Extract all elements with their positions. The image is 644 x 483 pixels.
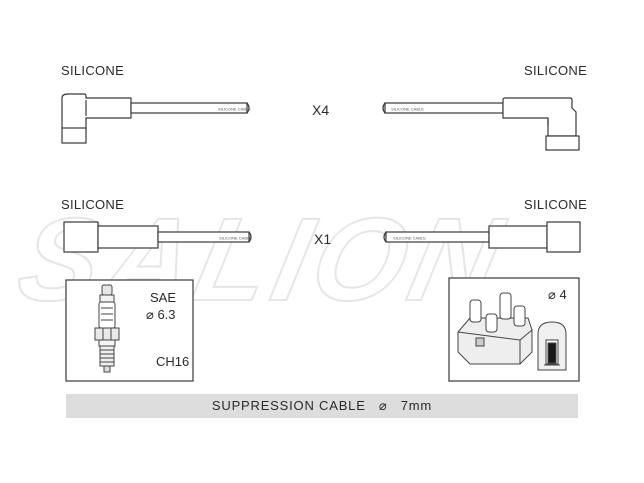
row1-left-label: SILICONE	[61, 63, 125, 78]
row1-right-cable: SILICONE CABLE	[382, 102, 504, 114]
cable-print: SILICONE CABLE	[219, 236, 252, 241]
cap-terminal-label: ⌀ 4	[548, 287, 567, 302]
row1-quantity: X4	[312, 102, 330, 118]
row2-left-cable: SILICONE CABLE	[157, 231, 252, 243]
plug-thread-label: CH16	[156, 354, 190, 369]
row1-right-label: SILICONE	[524, 63, 588, 78]
cable-print: SILICONE CABLE	[393, 236, 426, 241]
distributor-cap-icon	[457, 292, 533, 365]
row2-right-boot	[488, 221, 581, 253]
plug-standard-label: SAE	[150, 290, 177, 305]
row2-quantity: X1	[314, 231, 332, 247]
suppression-cable-text: SUPPRESSION CABLE ⌀ 7mm	[211, 398, 433, 413]
spark-plug-icon	[94, 284, 120, 373]
cable-print: SILICONE CABLE	[218, 107, 251, 112]
row1-left-boot	[61, 93, 132, 144]
row2-right-label: SILICONE	[524, 197, 588, 212]
suppression-cable-bar: SUPPRESSION CABLE ⌀ 7mm	[66, 394, 578, 418]
row2-right-cable: SILICONE CABLE	[383, 231, 490, 243]
plug-terminal-label: ⌀ 6.3	[146, 307, 176, 322]
terminal-detail-icon	[537, 321, 567, 371]
row2-left-boot	[63, 221, 159, 253]
spark-plug-box	[65, 279, 194, 382]
row2-left-label: SILICONE	[61, 197, 125, 212]
row1-right-boot	[502, 97, 580, 151]
cable-print: SILICONE CABLE	[391, 107, 424, 112]
row1-left-cable: SILICONE CABLE	[130, 102, 251, 114]
